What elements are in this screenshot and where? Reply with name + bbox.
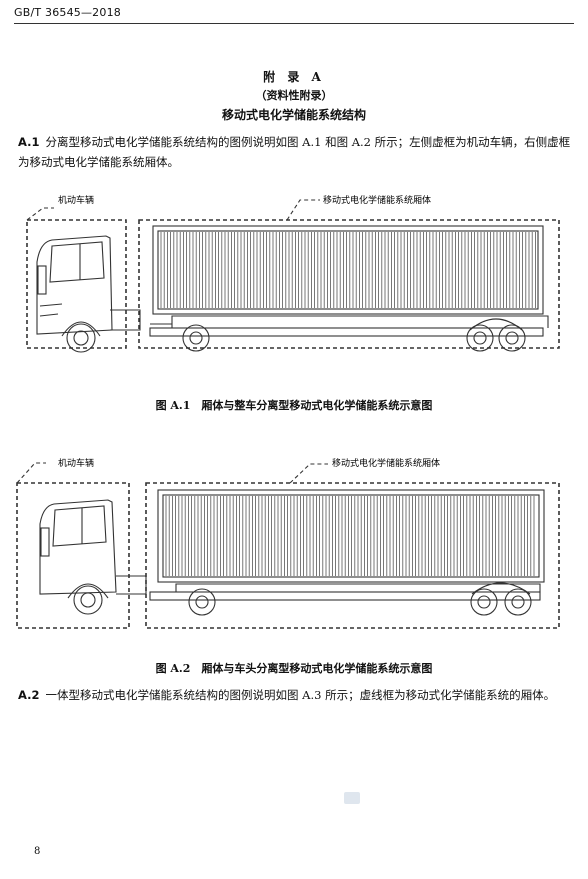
page-number: 8 <box>34 846 41 857</box>
paragraph-label: A.2 <box>18 688 40 702</box>
vehicle-label: 机动车辆 <box>58 457 94 469</box>
figure-a1: 机动车辆 移动式电化学储能系统厢体 <box>0 180 588 380</box>
truck-head <box>39 499 147 615</box>
appendix-title: 附 录 A <box>263 70 325 84</box>
standard-number: GB/T 36545—2018 <box>14 6 121 19</box>
vehicle-dashed-box <box>26 219 127 349</box>
trailer-chassis <box>149 315 549 352</box>
cabin-label: 移动式电化学储能系统厢体 <box>323 194 431 206</box>
cabin-dashed-box <box>138 219 560 349</box>
container-ribs <box>165 496 535 576</box>
appendix-heading: 移动式电化学储能系统结构 <box>221 108 366 122</box>
header-rule <box>14 23 574 24</box>
figure-a1-caption: 图 A.1 厢体与整车分离型移动式电化学储能系统示意图 <box>155 399 433 412</box>
paragraph-label: A.1 <box>18 135 40 149</box>
cabin-leader-line <box>286 199 320 221</box>
container-ribs <box>160 232 536 308</box>
figure-a1-drawing: 机动车辆 移动式电化学储能系统厢体 <box>26 194 560 353</box>
paragraph-text: 分离型移动式电化学储能系统结构的图例说明如图 A.1 和图 A.2 所示；左侧虚… <box>18 135 571 169</box>
vehicle-leader-line <box>16 462 46 484</box>
cabin-label: 移动式电化学储能系统厢体 <box>332 457 440 469</box>
storage-container <box>157 489 545 583</box>
figure-a2-drawing: 机动车辆 移动式电化学储能系统厢体 <box>16 457 560 629</box>
vehicle-leader-line <box>26 207 54 221</box>
truck-cab <box>36 235 141 353</box>
figure-a2: 机动车辆 移动式电化学储能系统厢体 <box>0 446 588 646</box>
paragraph-text: 一体型移动式电化学储能系统结构的图例说明如图 A.3 所示；虚线框为移动式化学储… <box>45 688 556 702</box>
paragraph-a2: A.2 一体型移动式电化学储能系统结构的图例说明如图 A.3 所示；虚线框为移动式… <box>18 685 574 705</box>
vehicle-label: 机动车辆 <box>58 194 94 206</box>
appendix-subtitle: （资料性附录） <box>255 89 333 102</box>
watermark-icon <box>344 792 360 804</box>
storage-container <box>152 225 544 315</box>
trailer-chassis <box>149 582 541 616</box>
cabin-dashed-box <box>145 482 560 629</box>
cabin-leader-line <box>289 463 328 484</box>
vehicle-dashed-box <box>16 482 130 629</box>
figure-a2-caption: 图 A.2 厢体与车头分离型移动式电化学储能系统示意图 <box>155 662 433 675</box>
